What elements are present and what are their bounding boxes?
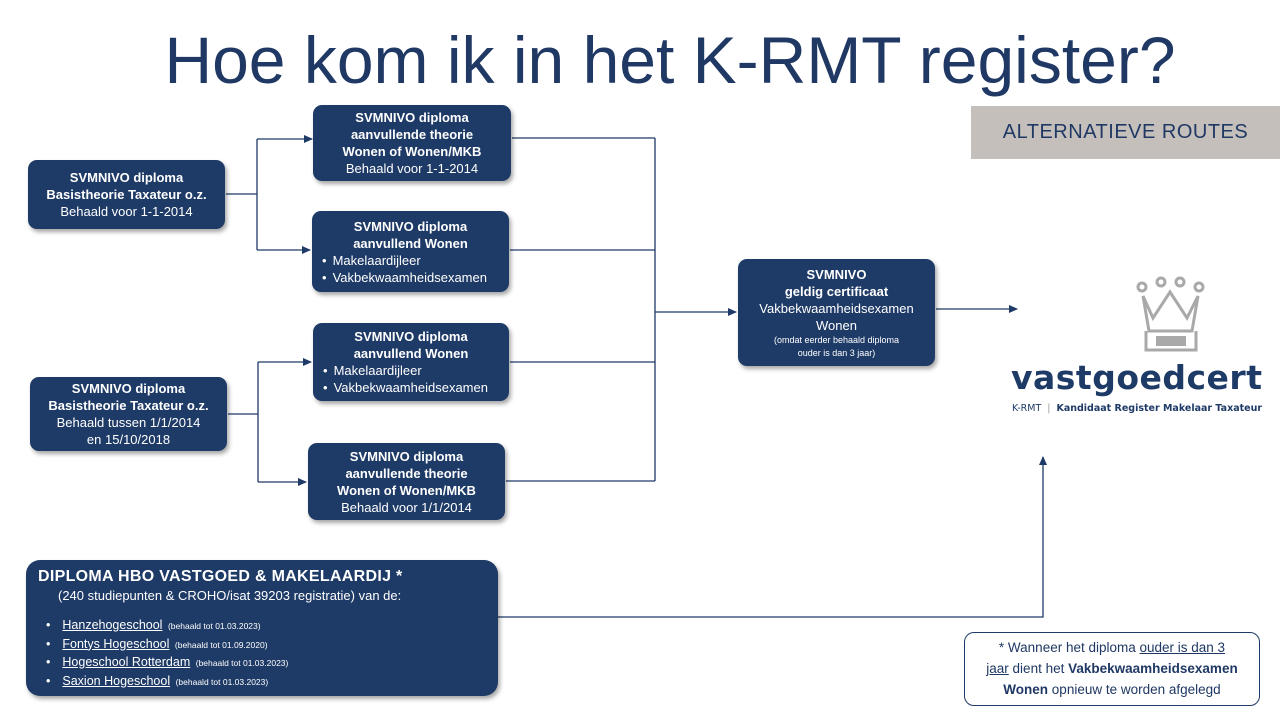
box-line: aanvullend Wonen — [353, 346, 469, 361]
logo-wordmark: vastgoedcert — [1011, 358, 1263, 397]
box-line: Wonen of Wonen/MKB — [337, 482, 476, 498]
hbo-heading: DIPLOMA HBO VASTGOED & MAKELAARDIJ * — [38, 568, 403, 585]
box-line: SVMNIVO diploma — [355, 110, 469, 125]
box-line: aanvullende theorie — [350, 127, 474, 142]
school-list: Hanzehogeschool (behaald tot 01.03.2023)… — [46, 617, 486, 691]
box-line: Wonen — [816, 317, 857, 333]
note-text: ouder is dan 3 — [1139, 640, 1226, 655]
box-line: Behaald voor 1-1-2014 — [345, 161, 479, 176]
school-name: Saxion Hogeschool — [62, 673, 171, 688]
school-date: (behaald tot 01.03.2023) — [195, 658, 289, 668]
box-line: geldig certificaat — [784, 283, 889, 299]
box-line: Vakbekwaamheidsexamen — [759, 300, 914, 316]
list-item: Hogeschool Rotterdam (behaald tot 01.03.… — [46, 654, 486, 673]
box-list: Makelaardijleer Vakbekwaamheidsexamen — [321, 362, 501, 396]
box-note: ouder is dan 3 jaar) — [797, 347, 876, 358]
connector-line — [498, 456, 1047, 618]
box-aanvullend-wonen-2: SVMNIVO diploma aanvullend Wonen Makelaa… — [313, 323, 509, 401]
box-list: Makelaardijleer Vakbekwaamheidsexamen — [320, 252, 501, 286]
box-line: SVMNIVO diploma — [349, 448, 464, 464]
box-line: Behaald tussen 1/1/2014 — [56, 415, 201, 430]
box-line: SVMNIVO diploma — [354, 329, 468, 344]
note-text: Vakbekwaamheidsexamen — [1068, 661, 1238, 676]
box-hbo-diploma: DIPLOMA HBO VASTGOED & MAKELAARDIJ * (24… — [26, 560, 498, 696]
box-line: SVMNIVO diploma — [353, 218, 468, 234]
box-line: Basistheorie Taxateur o.z. — [48, 398, 209, 413]
list-item: Makelaardijleer — [321, 362, 501, 379]
list-item: Saxion Hogeschool (behaald tot 01.03.202… — [46, 673, 486, 692]
box-line: aanvullend Wonen — [353, 235, 468, 251]
list-item: Fontys Hogeschool (behaald tot 01.09.202… — [46, 636, 486, 655]
page-title: Hoe kom ik in het K-RMT register? — [164, 23, 1176, 97]
school-name: Fontys Hogeschool — [62, 636, 170, 651]
box-line: SVMNIVO — [806, 266, 867, 282]
school-date: (behaald tot 01.03.2023) — [167, 621, 261, 631]
box-basistheorie-voor-2014: SVMNIVO diploma Basistheorie Taxateur o.… — [28, 160, 225, 229]
box-aanvullende-theorie-2: SVMNIVO diploma aanvullende theorie Wone… — [308, 443, 505, 520]
box-aanvullend-wonen-1: SVMNIVO diploma aanvullend Wonen Makelaa… — [312, 211, 509, 292]
box-line: SVMNIVO diploma — [71, 381, 186, 396]
crown-icon — [1136, 276, 1205, 352]
list-item: Vakbekwaamheidsexamen — [320, 269, 501, 286]
note-text: jaar — [986, 661, 1009, 676]
school-date: (behaald tot 01.09.2020) — [174, 639, 268, 650]
note-text: Wonen — [1003, 682, 1049, 697]
logo-sub-abbr: K-RMT — [1012, 403, 1042, 414]
school-name: Hanzehogeschool — [62, 618, 163, 632]
note-text: opnieuw te worden afgelegd — [1048, 682, 1221, 697]
box-line: Behaald voor 1/1/2014 — [341, 499, 472, 515]
note-text: * Wanneer het diploma — [998, 640, 1140, 655]
school-name: Hogeschool Rotterdam — [62, 655, 191, 669]
footnote-box: * Wanneer het diploma ouder is dan 3 jaar… — [964, 632, 1260, 706]
box-aanvullende-theorie-1: SVMNIVO diploma aanvullende theorie Wone… — [313, 105, 511, 181]
box-line: en 15/10/2018 — [86, 432, 171, 447]
box-line: SVMNIVO diploma — [69, 170, 184, 185]
box-basistheorie-2014-2018: SVMNIVO diploma Basistheorie Taxateur o.… — [30, 377, 227, 451]
box-line: Behaald voor 1-1-2014 — [60, 204, 193, 219]
list-item: Vakbekwaamheidsexamen — [321, 379, 501, 396]
logo-sub-full: Kandidaat Register Makelaar Taxateur — [1056, 403, 1263, 414]
box-line: aanvullende theorie — [345, 465, 468, 481]
box-line: Wonen of Wonen/MKB — [342, 144, 482, 159]
alternative-routes-label: ALTERNATIEVE ROUTES — [971, 106, 1280, 159]
box-note: (omdat eerder behaald diploma — [773, 334, 900, 345]
list-item: Hanzehogeschool (behaald tot 01.03.2023) — [46, 617, 486, 636]
logo-subtitle: K-RMT | Kandidaat Register Makelaar Taxate… — [1012, 403, 1262, 414]
box-geldig-certificaat: SVMNIVO geldig certificaat Vakbekwaamhei… — [738, 259, 935, 366]
logo-separator: | — [1047, 403, 1051, 414]
box-line: Basistheorie Taxateur o.z. — [46, 187, 207, 202]
list-item: Makelaardijleer — [320, 252, 501, 269]
hbo-subheading: (240 studiepunten & CROHO/isat 39203 reg… — [58, 588, 402, 603]
school-date: (behaald tot 01.03.2023) — [175, 676, 269, 687]
note-text: dient het — [1008, 661, 1069, 676]
